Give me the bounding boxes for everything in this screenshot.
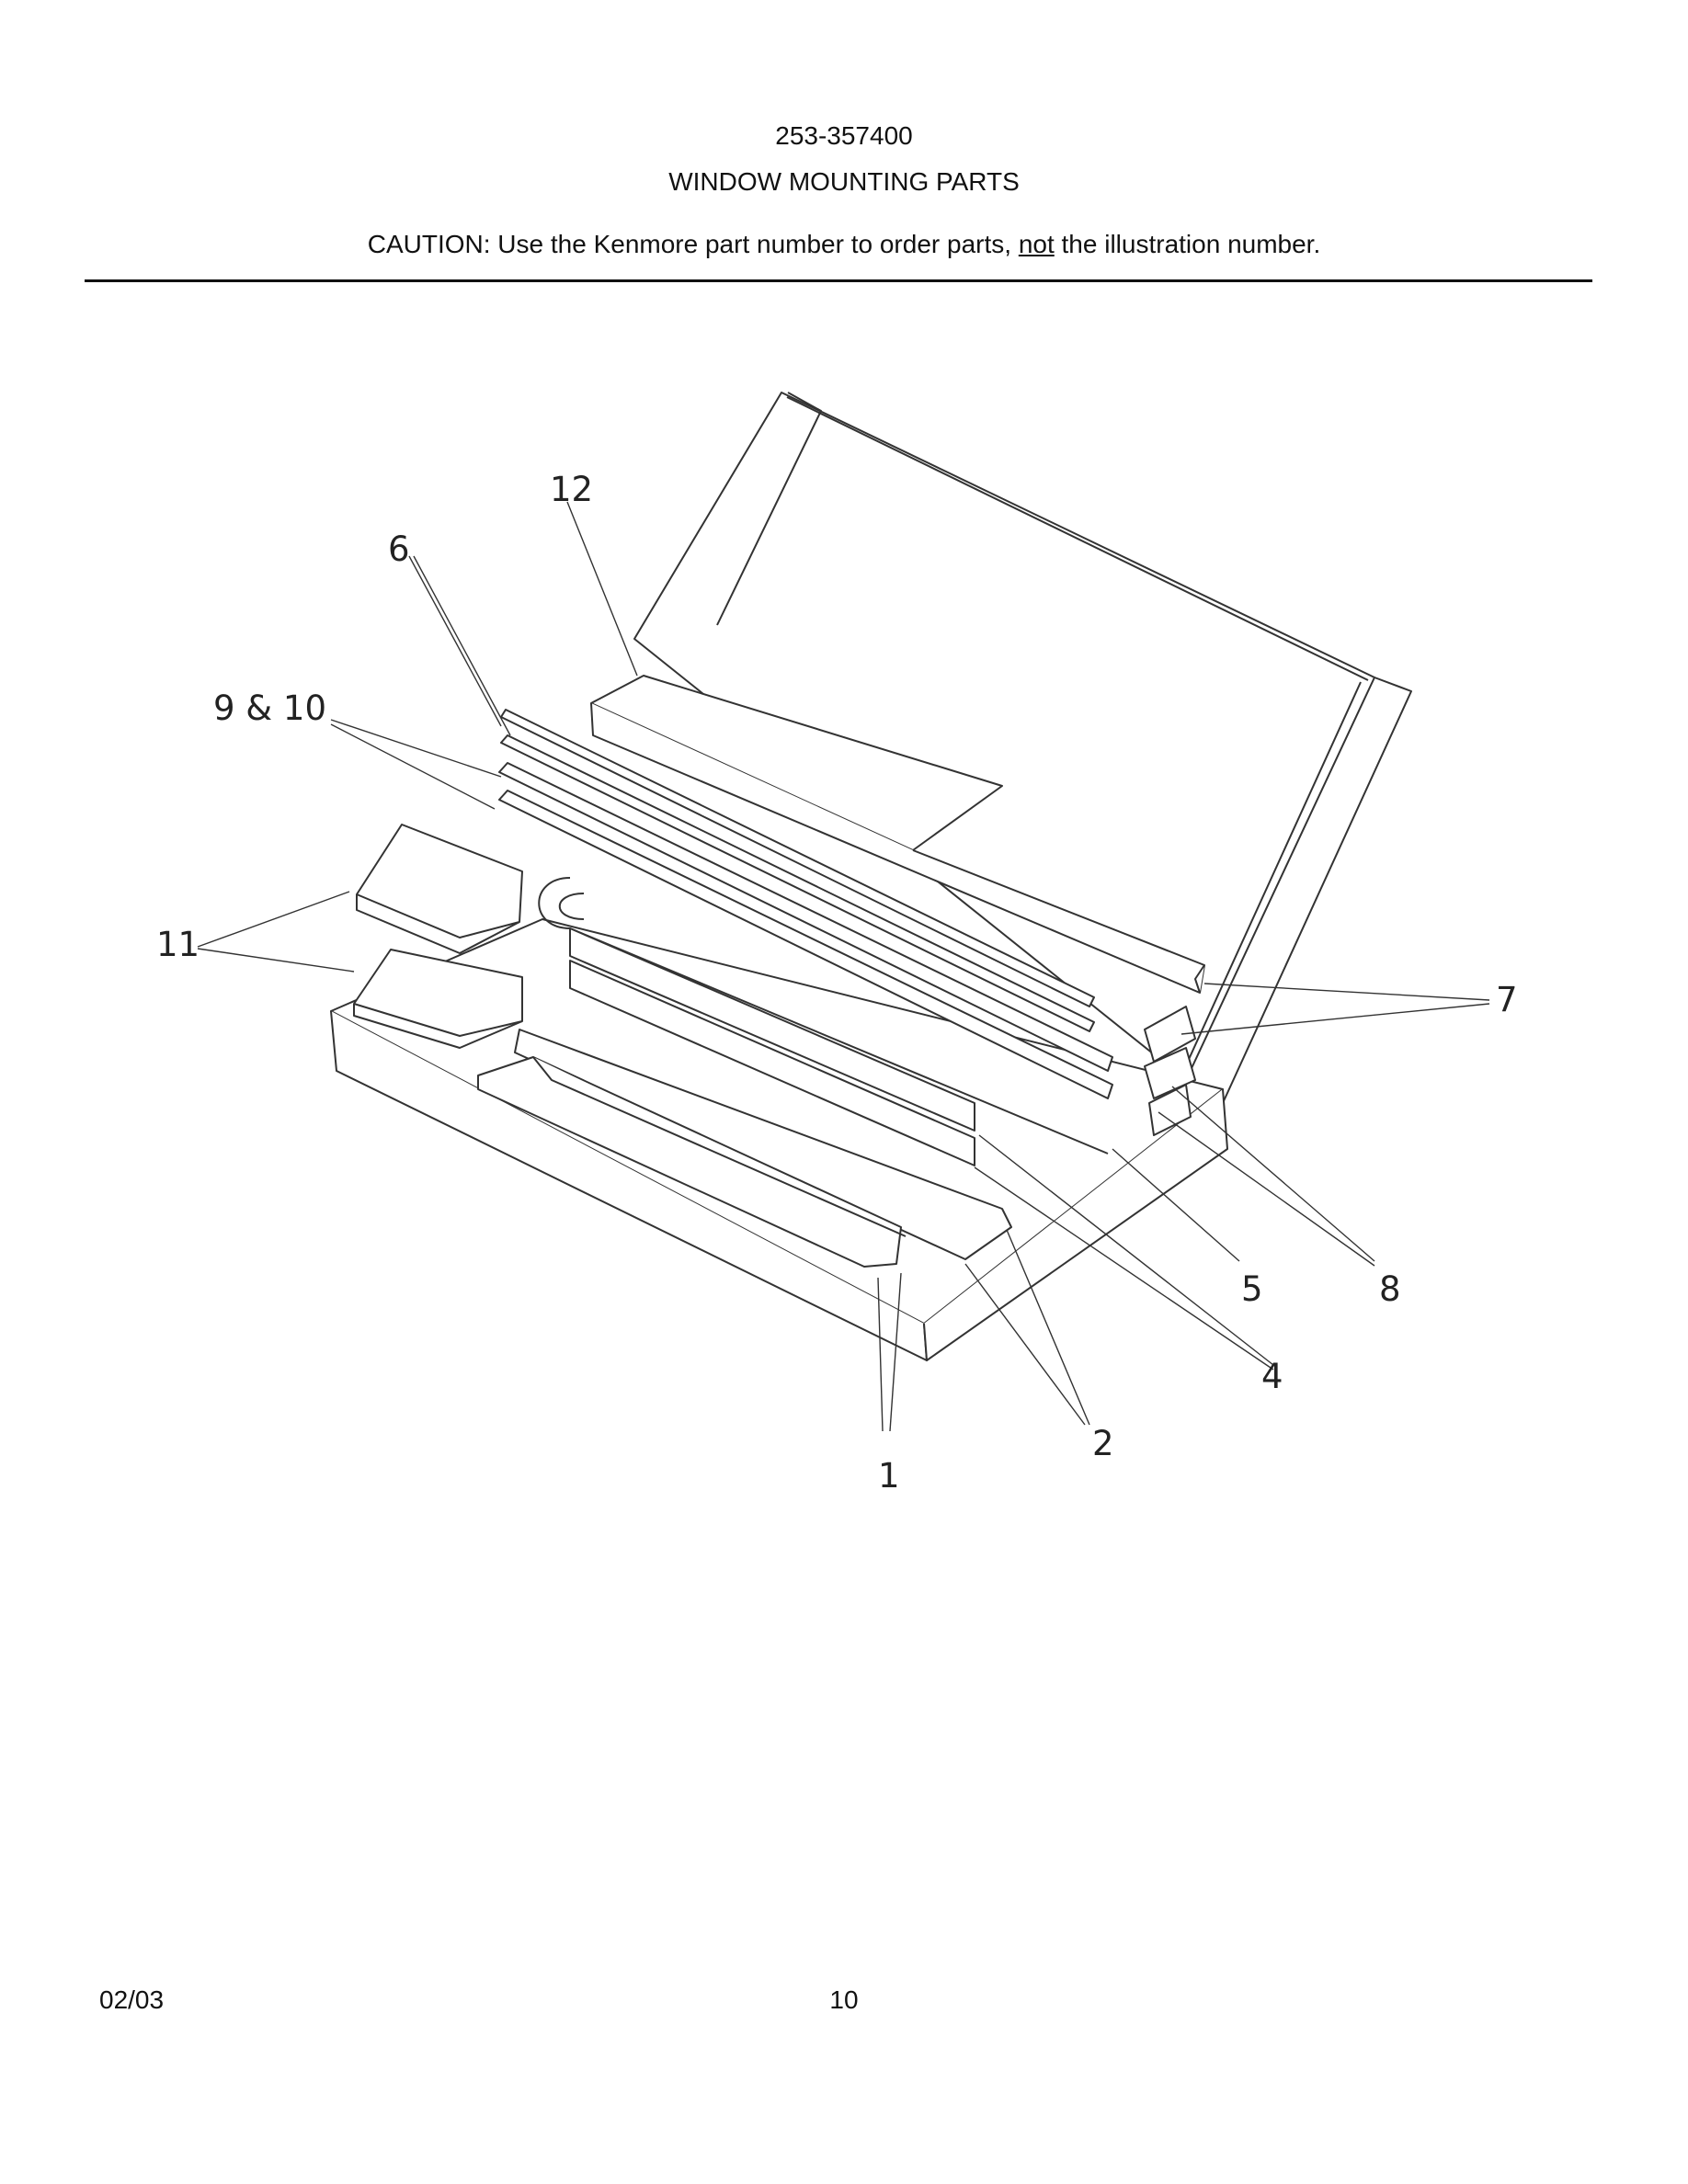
callout-5: 5 (1241, 1269, 1263, 1309)
page-number: 10 (829, 1985, 859, 2014)
part-9-10-strips (498, 762, 1113, 1099)
callout-12: 12 (550, 470, 593, 509)
part-2-channels (514, 1029, 1012, 1260)
revision-date: 02/03 (99, 1985, 165, 2014)
caution-note: CAUTION: Use the Kenmore part number to … (0, 230, 1688, 259)
leader-lines (197, 501, 1490, 1432)
page-title: WINDOW MOUNTING PARTS (668, 167, 1020, 196)
callout-2: 2 (1092, 1424, 1114, 1463)
part-6-strips (500, 709, 1095, 1032)
caution-text: CAUTION: Use the Kenmore part number to … (367, 230, 1019, 258)
callout-8: 8 (1379, 1269, 1401, 1309)
callout-9-10: 9 & 10 (213, 688, 326, 728)
part-8-blocks (1148, 1084, 1192, 1136)
model-number: 253-357400 (775, 121, 913, 150)
part-7-blocks (1144, 1006, 1196, 1099)
part-5-channel (538, 877, 1109, 1155)
callout-4: 4 (1261, 1357, 1283, 1396)
callout-11: 11 (156, 925, 200, 964)
caution-text-end: the illustration number. (1054, 230, 1321, 258)
carton-base (330, 918, 1228, 1361)
callout-6: 6 (388, 529, 410, 569)
callout-7: 7 (1496, 980, 1518, 1019)
callout-1: 1 (878, 1456, 900, 1496)
caution-emphasis: not (1018, 230, 1055, 258)
callout-labels: 12 6 9 & 10 11 7 5 8 4 2 1 (156, 470, 1518, 1496)
part-1-strips (477, 1056, 907, 1268)
part-4-rails (569, 927, 975, 1166)
part-11-brackets (353, 824, 523, 1049)
header-divider (85, 279, 1592, 282)
part-12-board (590, 675, 1205, 994)
